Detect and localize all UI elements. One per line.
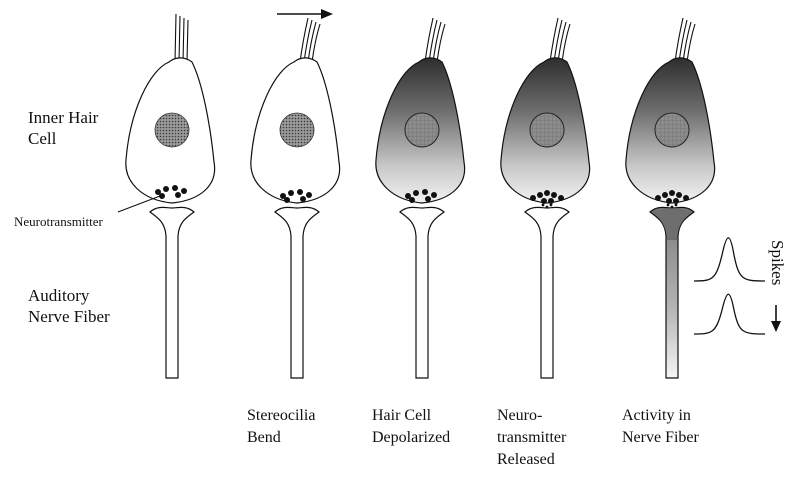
- stereocilia: [175, 14, 188, 62]
- vesicle: [541, 198, 547, 204]
- vesicle: [297, 189, 303, 195]
- vesicle: [551, 192, 557, 198]
- stereocilia: [425, 18, 445, 62]
- vesicle: [666, 198, 672, 204]
- caption-hair-cell-depolarized: Hair Cell Depolarized: [372, 405, 450, 449]
- nucleus-texture: [656, 114, 688, 146]
- stereocilia: [550, 18, 570, 62]
- vesicle: [422, 189, 428, 195]
- vesicle: [306, 192, 312, 198]
- nucleus: [280, 113, 314, 147]
- nucleus: [155, 113, 189, 147]
- vesicle: [409, 197, 415, 203]
- nucleus-texture: [531, 114, 563, 146]
- nucleus-texture: [406, 114, 438, 146]
- vesicle: [558, 195, 564, 201]
- hair-cell-activity-in-nerve-fiber: [626, 18, 715, 378]
- spikes-arrow: [771, 305, 781, 332]
- vesicle: [431, 192, 437, 198]
- vesicle: [300, 196, 306, 202]
- vesicle: [413, 190, 419, 196]
- vesicle: [163, 186, 169, 192]
- spike-2: [694, 294, 765, 334]
- spike-1: [694, 238, 765, 281]
- vesicle: [683, 195, 689, 201]
- nerve-fiber: [275, 207, 319, 378]
- released-transmitter: [675, 204, 678, 207]
- hair-cell-neurotransmitter-released: [501, 18, 590, 378]
- vesicle: [288, 190, 294, 196]
- vesicle: [548, 198, 554, 204]
- auditory-nerve-fiber-label: Auditory Nerve Fiber: [28, 285, 110, 327]
- vesicle: [655, 195, 661, 201]
- vesicle: [175, 192, 181, 198]
- inner-hair-cell-label: Inner Hair Cell: [28, 107, 98, 149]
- vesicle: [662, 192, 668, 198]
- vesicle: [181, 188, 187, 194]
- vesicle: [673, 198, 679, 204]
- released-transmitter: [542, 204, 545, 207]
- deflection-arrow: [277, 9, 333, 19]
- stereocilia: [675, 18, 695, 62]
- caption-activity-in-nerve-fiber: Activity in Nerve Fiber: [622, 405, 699, 449]
- caption-neurotransmitter-released: Neuro- transmitter Released: [497, 405, 566, 471]
- stereocilia: [300, 18, 320, 62]
- vesicle: [676, 192, 682, 198]
- spikes-label: Spikes: [767, 240, 785, 285]
- vesicle: [284, 197, 290, 203]
- vesicle: [537, 192, 543, 198]
- released-transmitter: [550, 204, 553, 207]
- nerve-fiber: [150, 207, 194, 378]
- hair-cell-stereocilia-bend: [251, 18, 340, 378]
- released-transmitter: [667, 204, 670, 207]
- hair-cell-hair-cell-depolarized: [376, 18, 465, 378]
- spike-train: [694, 238, 765, 334]
- neurotransmitter-label: Neurotransmitter: [14, 214, 103, 230]
- vesicle: [425, 196, 431, 202]
- vesicle: [530, 195, 536, 201]
- vesicle: [544, 190, 550, 196]
- nerve-fiber: [400, 207, 444, 378]
- caption-stereocilia-bend: Stereocilia Bend: [247, 405, 315, 449]
- terminal-active: [652, 208, 692, 240]
- vesicle: [172, 185, 178, 191]
- vesicle: [669, 190, 675, 196]
- nerve-fiber: [525, 207, 569, 378]
- hair-cell-resting: [126, 14, 215, 378]
